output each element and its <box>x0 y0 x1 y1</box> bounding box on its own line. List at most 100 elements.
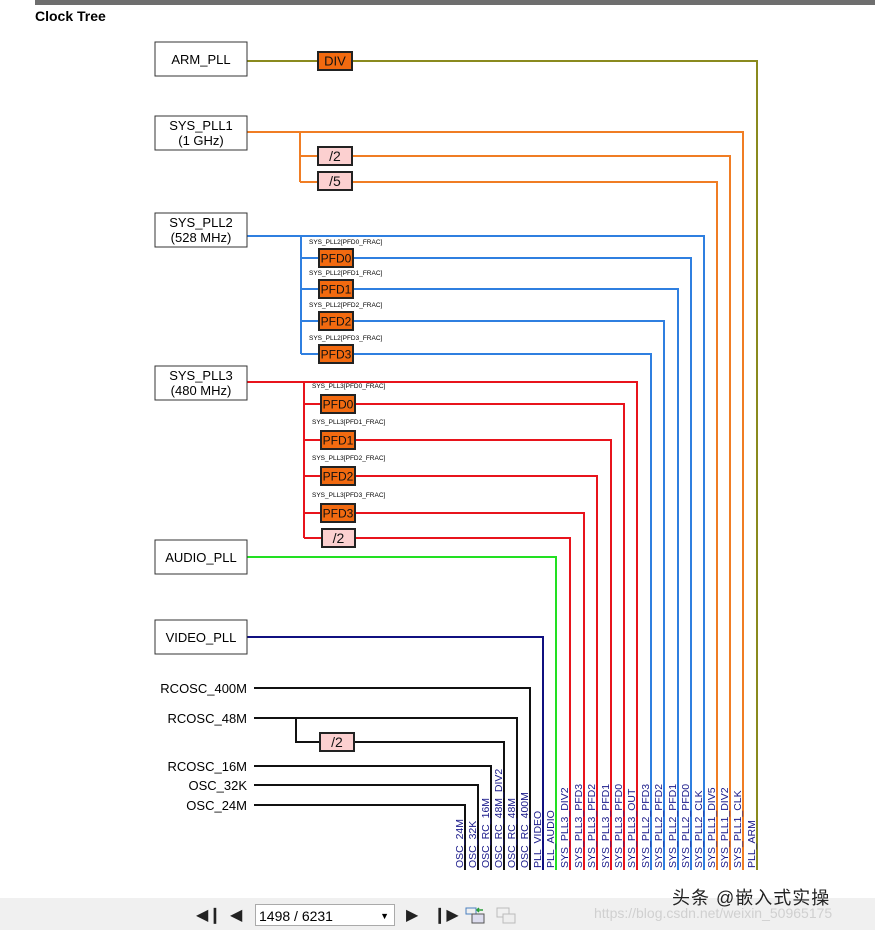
output-label-sys-pll3-pfd2: SYS_PLL3_PFD2 <box>586 784 598 868</box>
source-label-video_pll: VIDEO_PLL <box>166 630 237 645</box>
source-label-audio_pll: AUDIO_PLL <box>165 550 237 565</box>
pll3-frac-label: SYS_PLL3[PFD2_FRAC] <box>312 455 386 462</box>
output-label-osc-24m: OSC_24M <box>454 819 466 868</box>
pll2-pfd1-block-label: PFD1 <box>321 282 352 296</box>
wire-sys-pll2-pfd1 <box>301 288 679 870</box>
pll2-frac-label: SYS_PLL2[PFD3_FRAC] <box>309 335 383 342</box>
pll3-frac-label: SYS_PLL3[PFD0_FRAC] <box>312 383 386 390</box>
output-label-sys-pll2-clk: SYS_PLL2_CLK <box>693 790 705 868</box>
wire-rcosc_48m <box>254 717 518 870</box>
pll3-div2-block <box>321 528 356 548</box>
wire-sys-pll1-div5 <box>300 181 718 870</box>
pll2-frac-label: SYS_PLL2[PFD2_FRAC] <box>309 302 383 309</box>
pll2-pfd3-block-label: PFD3 <box>321 347 352 361</box>
wire-rcosc_400m <box>254 687 531 870</box>
output-label-sys-pll3-pfd0: SYS_PLL3_PFD0 <box>613 784 625 868</box>
osc-source-label: RCOSC_400M <box>160 681 247 696</box>
wire-sys-pll2-pfd0 <box>301 257 692 870</box>
wire-sys-pll3-out <box>247 381 638 870</box>
pll1-div2-block <box>317 146 353 166</box>
pll1-div5-block-label: /5 <box>329 173 341 189</box>
output-label-sys-pll3-pfd3: SYS_PLL3_PFD3 <box>573 784 585 868</box>
pll3-pfd2-block-label: PFD2 <box>323 469 354 483</box>
last-page-icon[interactable]: ❙▶ <box>433 907 459 924</box>
wire-pll-arm <box>247 60 758 870</box>
source-label-arm_pll: ARM_PLL <box>171 52 230 67</box>
pll1-div5-block <box>317 171 353 191</box>
chevron-down-icon[interactable]: ▼ <box>380 911 389 921</box>
source-label-sys_pll3: SYS_PLL3 <box>169 368 233 383</box>
osc-source-label: RCOSC_48M <box>168 711 247 726</box>
wire-rcosc_16m <box>254 765 492 870</box>
prev-page-icon[interactable]: ◀ <box>230 907 243 924</box>
pll3-pfd2-block <box>320 466 356 486</box>
pll2-pfd2-block-label: PFD2 <box>321 314 352 328</box>
output-label-sys-pll2-pfd1: SYS_PLL2_PFD1 <box>667 784 679 868</box>
source-box-video_pll <box>154 619 248 655</box>
source-box-audio_pll <box>154 539 248 575</box>
output-label-osc-rc-48m-div2: OSC_RC_48M_DIV2 <box>493 769 505 868</box>
output-label-osc-rc-48m: OSC_RC_48M <box>506 798 518 868</box>
wire-sys-pll3-pfd0 <box>304 403 625 870</box>
pll2-frac-label: SYS_PLL2[PFD0_FRAC] <box>309 239 383 246</box>
pll3-pfd3-block <box>320 503 356 523</box>
pll3-pfd1-block-label: PFD1 <box>323 433 354 447</box>
pll1-div2-block-label: /2 <box>329 148 341 164</box>
rc48-div2-block <box>319 732 355 752</box>
source-sub-sys_pll3: (480 MHz) <box>171 383 232 398</box>
wire-sys-pll2-clk <box>247 235 705 870</box>
source-sub-sys_pll2: (528 MHz) <box>171 230 232 245</box>
output-label-sys-pll1-clk: SYS_PLL1_CLK <box>732 790 744 868</box>
pll3-pfd1-block <box>320 430 356 450</box>
wire-sys-pll3-pfd1 <box>304 439 612 870</box>
next-page-icon[interactable]: ▶ <box>406 907 419 924</box>
output-label-pll-arm: PLL_ARM <box>746 820 758 868</box>
output-label-osc-rc-16m: OSC_RC_16M <box>480 798 492 868</box>
osc-source-label: OSC_24M <box>186 798 247 813</box>
watermark-url: https://blog.csdn.net/weixin_50965175 <box>594 905 833 921</box>
pll2-pfd0-block <box>318 248 354 268</box>
osc-source-label: RCOSC_16M <box>168 759 247 774</box>
osc-source-label: OSC_32K <box>188 778 247 793</box>
watermark-text: 头条 @嵌入式实操 <box>672 888 831 908</box>
wire-sys-pll2-pfd2 <box>301 320 665 870</box>
next-view-icon[interactable] <box>496 905 518 925</box>
first-page-icon[interactable]: ◀❙ <box>196 907 222 924</box>
output-label-sys-pll1-div5: SYS_PLL1_DIV5 <box>706 787 718 868</box>
page-title: Clock Tree <box>35 8 106 24</box>
wire-sys-pll3-pfd3 <box>304 512 585 870</box>
viewer-toolbar <box>0 898 875 930</box>
source-box-sys_pll1 <box>154 115 248 151</box>
page-number-value: 1498 / 6231 <box>259 908 333 924</box>
pll2-pfd2-block <box>318 311 354 331</box>
source-sub-sys_pll1: (1 GHz) <box>178 133 224 148</box>
pll2-pfd3-block <box>318 344 354 364</box>
pll3-frac-label: SYS_PLL3[PFD1_FRAC] <box>312 419 386 426</box>
wire-rcosc-48m-div2 <box>295 718 505 870</box>
source-box-arm_pll <box>154 41 248 77</box>
pll3-div2-block-label: /2 <box>333 530 345 546</box>
output-label-sys-pll1-div2: SYS_PLL1_DIV2 <box>719 787 731 868</box>
wire-sys-pll1-div2 <box>299 132 731 870</box>
pll3-pfd3-block-label: PFD3 <box>323 506 354 520</box>
pll3-frac-label: SYS_PLL3[PFD3_FRAC] <box>312 492 386 499</box>
pll3-pfd0-block-label: PFD0 <box>323 397 354 411</box>
wire-sys-pll3-div2 <box>304 537 571 870</box>
wire-osc_32k <box>254 784 479 870</box>
rc48-div2-block-label: /2 <box>331 734 343 750</box>
output-label-sys-pll2-pfd3: SYS_PLL2_PFD3 <box>640 784 652 868</box>
arm-div-block-label: DIV <box>324 54 346 69</box>
output-label-sys-pll3-out: SYS_PLL3_OUT <box>626 788 638 868</box>
source-label-sys_pll1: SYS_PLL1 <box>169 118 233 133</box>
pll3-pfd0-block <box>320 394 356 414</box>
pll2-frac-label: SYS_PLL2[PFD1_FRAC] <box>309 270 383 277</box>
output-label-pll-audio: PLL_AUDIO <box>545 810 557 868</box>
pll2-pfd0-block-label: PFD0 <box>321 251 352 265</box>
clock-tree-diagram: ARM_PLL DIV SYS_PLL1(1 GHz) /2/5SYS_PLL2[PF… <box>154 41 758 870</box>
output-label-sys-pll3-pfd1: SYS_PLL3_PFD1 <box>600 784 612 868</box>
page-number-select[interactable]: 1498 / 6231 ▼ <box>255 904 395 926</box>
prev-view-icon[interactable] <box>465 905 487 925</box>
output-label-sys-pll2-pfd0: SYS_PLL2_PFD0 <box>680 784 692 868</box>
wire-sys-pll1-clk <box>247 131 744 870</box>
arm-div-block <box>317 51 353 71</box>
